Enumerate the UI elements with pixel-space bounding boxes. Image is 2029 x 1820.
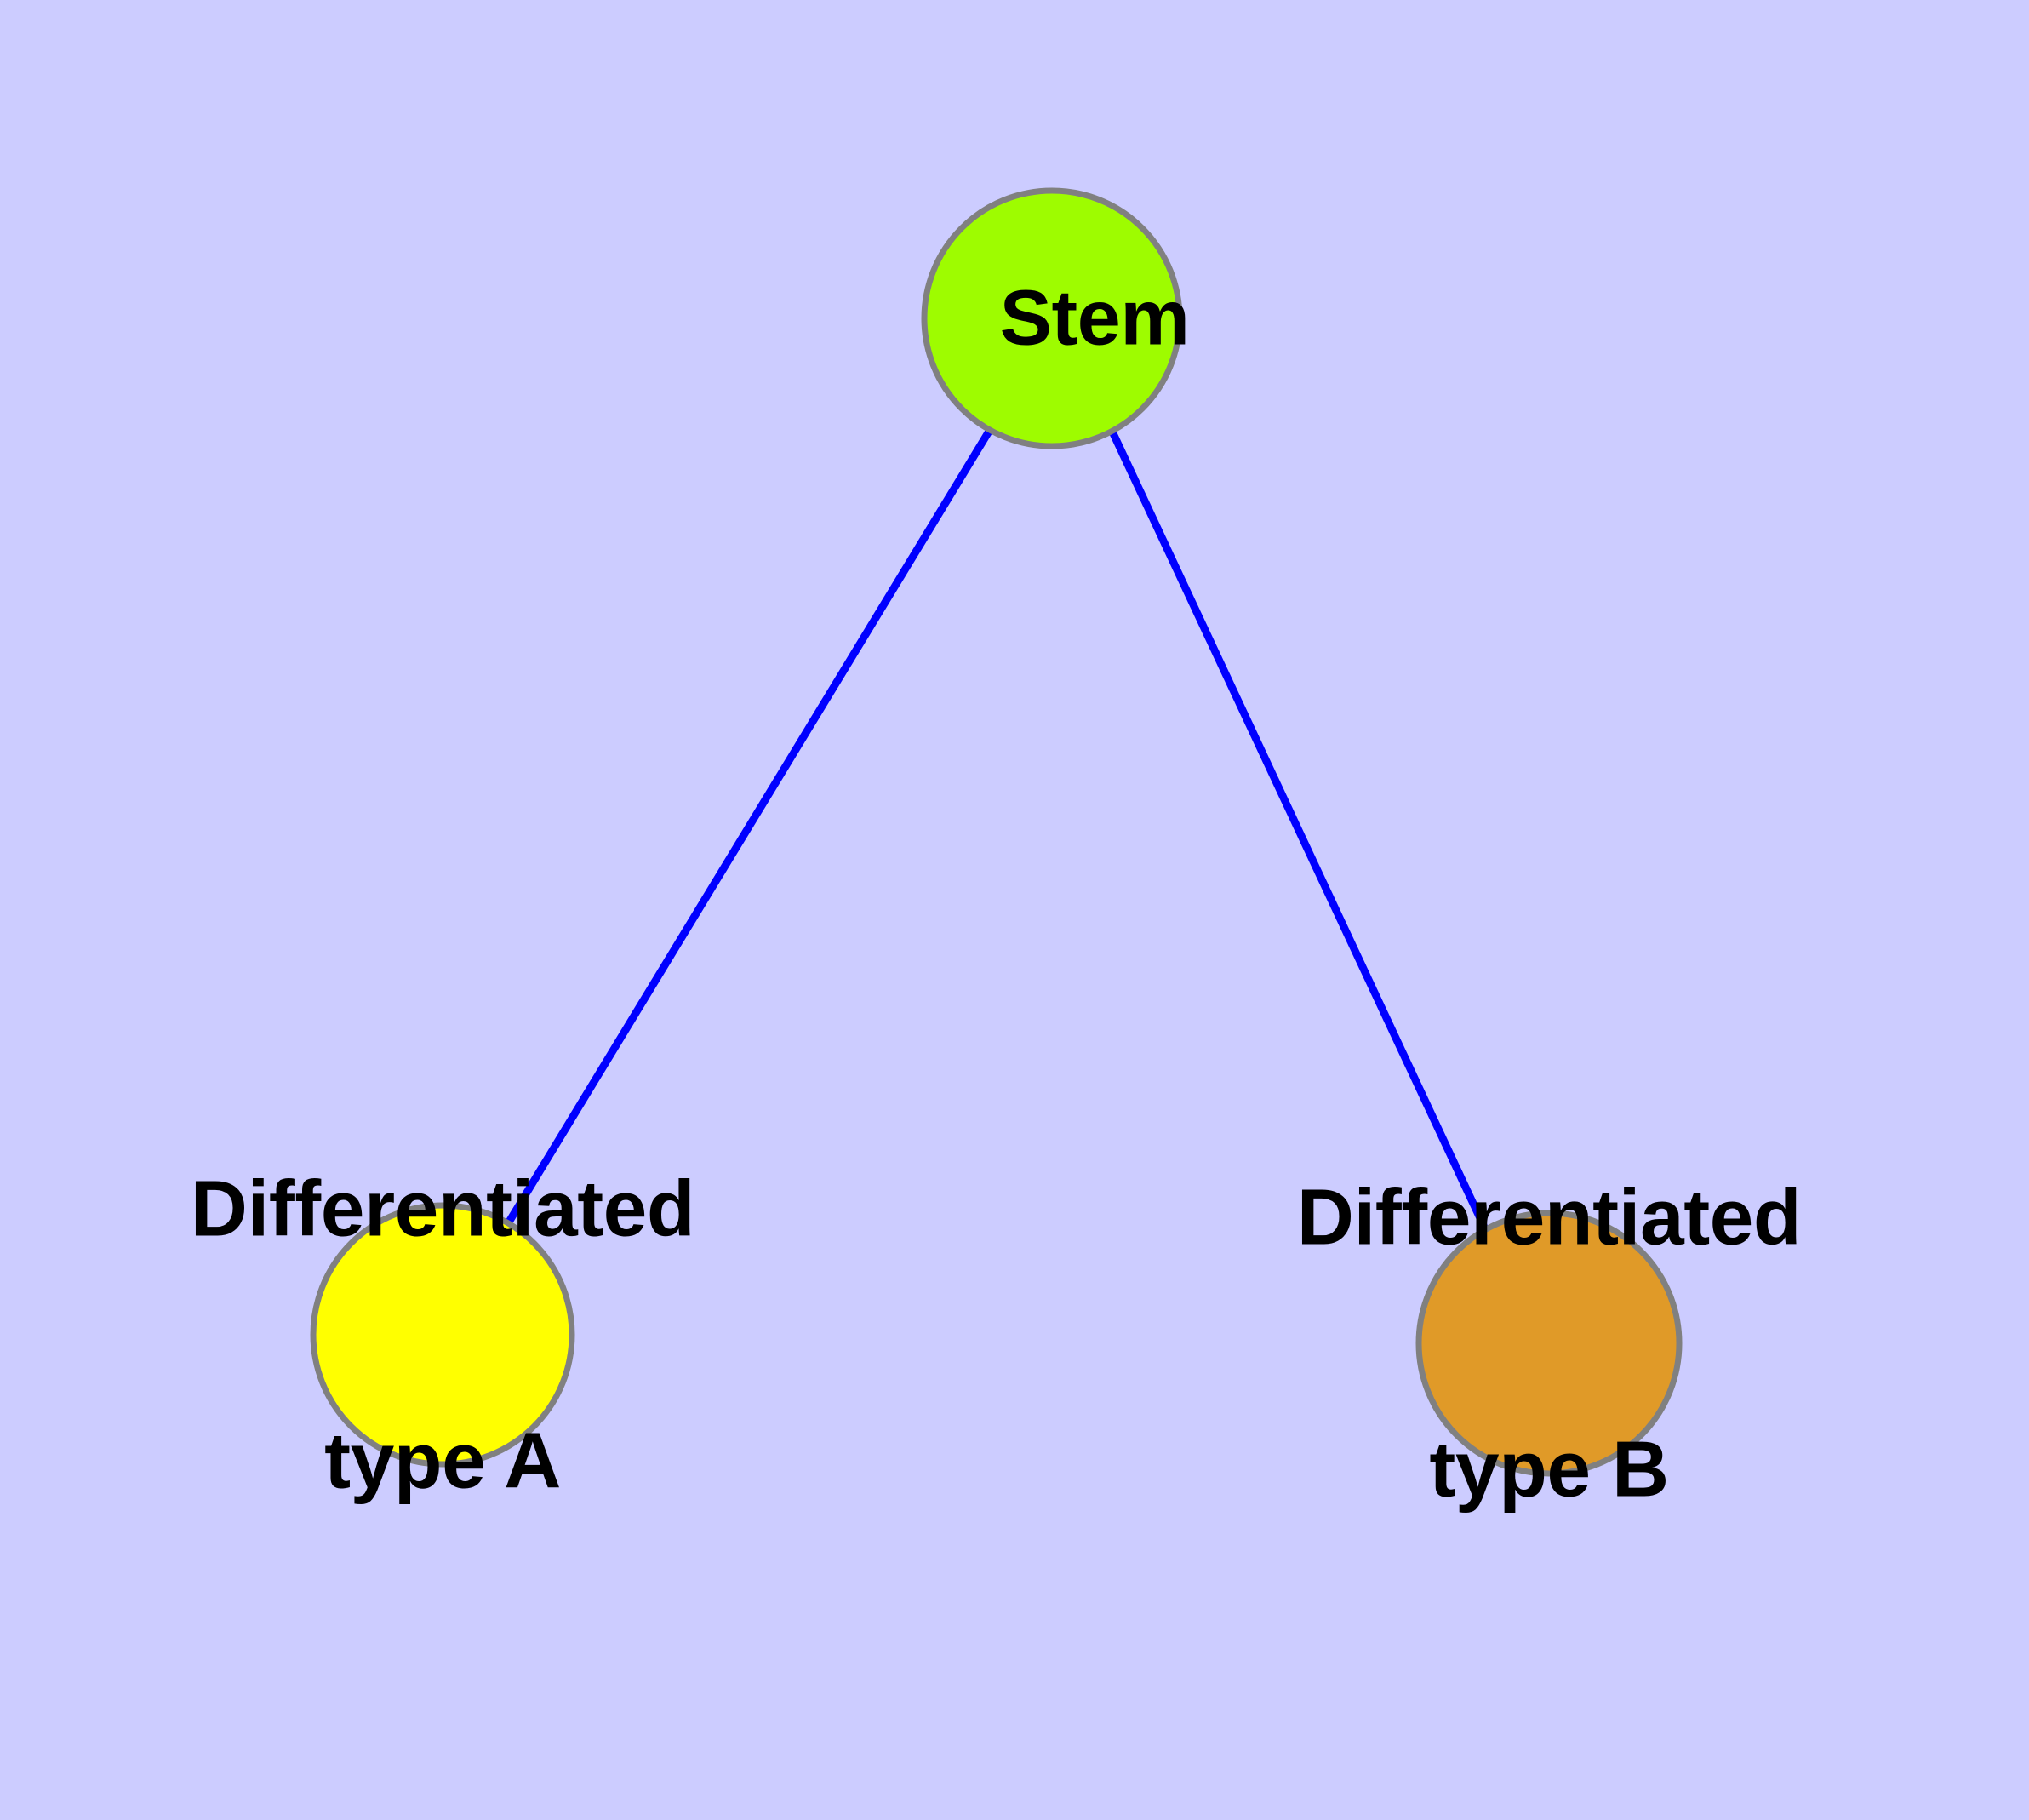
node-diff-b-circle[interactable] (1415, 1210, 1683, 1477)
edge-stem-to-diff-a[interactable] (502, 427, 993, 1230)
edge-layer (502, 427, 1490, 1233)
edge-stem-to-diff-b[interactable] (1107, 428, 1490, 1233)
node-diff-a-circle[interactable] (310, 1202, 575, 1468)
node-layer (310, 187, 1683, 1477)
node-stem-circle[interactable] (921, 187, 1183, 449)
